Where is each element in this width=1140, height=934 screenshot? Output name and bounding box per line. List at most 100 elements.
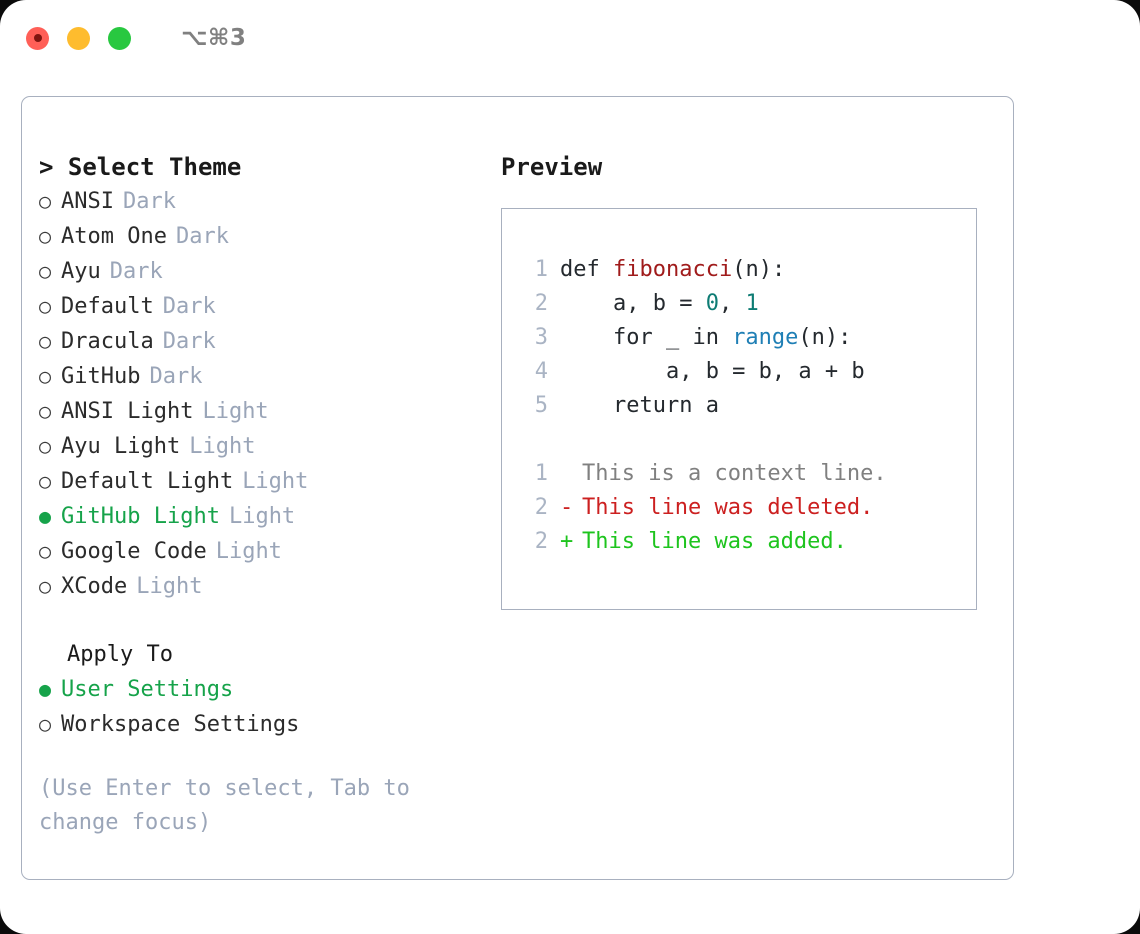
diff-marker-icon: - xyxy=(560,495,574,520)
radio-unselected-icon: ○ xyxy=(39,329,52,353)
theme-variant-badge: Light xyxy=(228,504,296,529)
page-title: > Select Theme xyxy=(39,150,479,184)
code-token: return a xyxy=(560,393,719,418)
diff-line-add: 2 + This line was added. xyxy=(523,525,976,559)
apply-to-list: ●User Settings ○ Workspace Settings xyxy=(39,672,479,742)
code-token: a, b = xyxy=(560,291,706,316)
theme-option-label: Default Light xyxy=(61,469,234,494)
code-token: , xyxy=(718,291,746,316)
theme-option-github[interactable]: ○ GitHub Dark xyxy=(39,359,479,394)
theme-variant-badge: Dark xyxy=(122,189,176,214)
code-token: 0 xyxy=(705,291,719,316)
code-diff-spacer xyxy=(523,423,976,457)
theme-variant-badge: Light xyxy=(136,574,203,599)
minimize-button-icon[interactable] xyxy=(67,26,90,50)
theme-variant-badge: Dark xyxy=(109,259,163,284)
theme-option-label: Dracula xyxy=(61,329,154,354)
code-line: 4 a, b = b, a + b xyxy=(523,355,976,389)
apply-to-option-label: User Settings xyxy=(61,677,234,702)
code-token: range xyxy=(732,325,799,350)
code-line-number: 4 xyxy=(534,359,548,384)
theme-option-ayu[interactable]: ○ Ayu Dark xyxy=(39,254,479,289)
theme-option-label: Atom One xyxy=(61,224,167,249)
theme-option-label: XCode xyxy=(61,574,128,599)
theme-option-label: Ayu xyxy=(61,259,101,284)
code-token: for _ in xyxy=(560,325,733,350)
radio-unselected-icon: ○ xyxy=(39,224,52,248)
theme-variant-badge: Dark xyxy=(149,364,203,389)
theme-option-label: Default xyxy=(61,294,154,319)
diff-line-number: 2 xyxy=(534,495,548,520)
theme-option-label: ANSI xyxy=(61,189,114,214)
radio-selected-icon: ● xyxy=(39,504,52,528)
traffic-lights xyxy=(26,26,131,50)
diff-line-number: 2 xyxy=(534,529,548,554)
close-button-icon[interactable] xyxy=(26,26,49,50)
code-line-number: 1 xyxy=(534,257,548,282)
code-line-text: def fibonacci(n): xyxy=(560,253,785,287)
code-line-text: return a xyxy=(560,389,719,423)
diff-line-del: 2-This line was deleted. xyxy=(523,491,976,525)
keyboard-hint: (Use Enter to select, Tab to change focu… xyxy=(39,776,410,835)
radio-unselected-icon: ○ xyxy=(39,539,52,563)
theme-option-atom-one[interactable]: ○ Atom One Dark xyxy=(39,219,479,254)
code-token: 1 xyxy=(745,291,759,316)
theme-option-default-light[interactable]: ○ Default Light Light xyxy=(39,464,479,499)
theme-option-label: GitHub xyxy=(61,364,141,389)
code-line-number: 2 xyxy=(534,291,548,316)
code-line-number: 5 xyxy=(534,393,548,418)
apply-to-option-workspace-settings[interactable]: ○ Workspace Settings xyxy=(39,707,479,742)
radio-unselected-icon: ○ xyxy=(39,259,52,283)
section-spacer xyxy=(39,604,479,638)
apply-to-heading: Apply To xyxy=(67,642,173,667)
apply-to-option-label: Workspace Settings xyxy=(61,712,300,737)
radio-unselected-icon: ○ xyxy=(39,189,52,213)
theme-variant-badge: Light xyxy=(189,434,256,459)
theme-option-label: ANSI Light xyxy=(61,399,194,424)
theme-variant-badge: Dark xyxy=(162,294,216,319)
code-line-text: a, b = b, a + b xyxy=(560,355,865,389)
diff-line-text: This is a context line. xyxy=(582,461,887,486)
diff-line-ctx: 1 This is a context line. xyxy=(523,457,976,491)
keyboard-shortcut-label: ⌥⌘3 xyxy=(181,25,247,51)
theme-option-github-light[interactable]: ● GitHub Light Light xyxy=(39,499,479,534)
maximize-button-icon[interactable] xyxy=(108,26,131,50)
diff-sample: 1 This is a context line.2-This line was… xyxy=(523,457,976,559)
radio-unselected-icon: ○ xyxy=(39,469,52,493)
theme-variant-badge: Light xyxy=(242,469,309,494)
diff-marker-icon: + xyxy=(560,529,574,554)
theme-option-label: GitHub Light xyxy=(61,504,220,529)
theme-variant-badge: Dark xyxy=(175,224,229,249)
code-line-text: for _ in range(n): xyxy=(560,321,851,355)
code-token: a, b = b, a + b xyxy=(560,359,865,384)
code-token: (n): xyxy=(798,325,852,350)
code-line-number: 3 xyxy=(534,325,548,350)
theme-option-label: Google Code xyxy=(61,539,207,564)
apply-to-option-user-settings[interactable]: ●User Settings xyxy=(39,672,479,707)
code-line-text: a, b = 0, 1 xyxy=(560,287,759,321)
radio-unselected-icon: ○ xyxy=(39,294,52,318)
theme-option-dracula[interactable]: ○ Dracula Dark xyxy=(39,324,479,359)
theme-option-ansi[interactable]: ○ ANSI Dark xyxy=(39,184,479,219)
radio-unselected-icon: ○ xyxy=(39,364,52,388)
preview-heading: Preview xyxy=(501,153,603,181)
theme-variant-badge: Dark xyxy=(162,329,216,354)
theme-variant-badge: Light xyxy=(215,539,282,564)
diff-line-text: This line was added. xyxy=(582,529,847,554)
theme-option-default[interactable]: ○ Default Dark xyxy=(39,289,479,324)
theme-option-google-code[interactable]: ○ Google Code Light xyxy=(39,534,479,569)
code-token: (n): xyxy=(732,257,786,282)
radio-unselected-icon: ○ xyxy=(39,712,52,736)
code-line: 3 for _ in range(n): xyxy=(523,321,976,355)
diff-marker-icon xyxy=(560,457,582,491)
